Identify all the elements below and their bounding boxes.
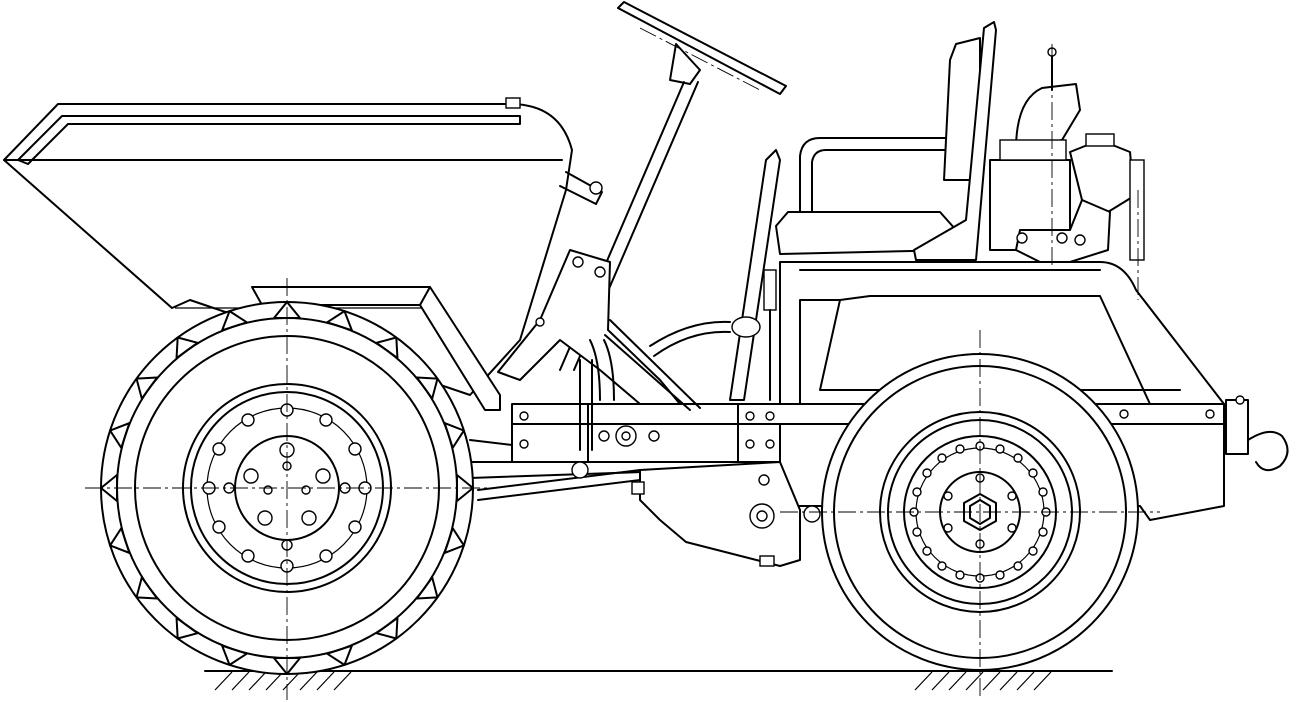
tow-hook xyxy=(1225,395,1289,472)
ground-line xyxy=(204,670,1113,691)
engine-block xyxy=(989,47,1145,263)
hydraulic-hose xyxy=(589,316,761,401)
centre-lines xyxy=(85,27,1160,700)
gearbox xyxy=(631,461,821,567)
gear-lever xyxy=(729,149,781,401)
steering-column xyxy=(497,1,787,451)
driver-seat xyxy=(775,21,997,261)
engine-hood xyxy=(779,261,1225,405)
